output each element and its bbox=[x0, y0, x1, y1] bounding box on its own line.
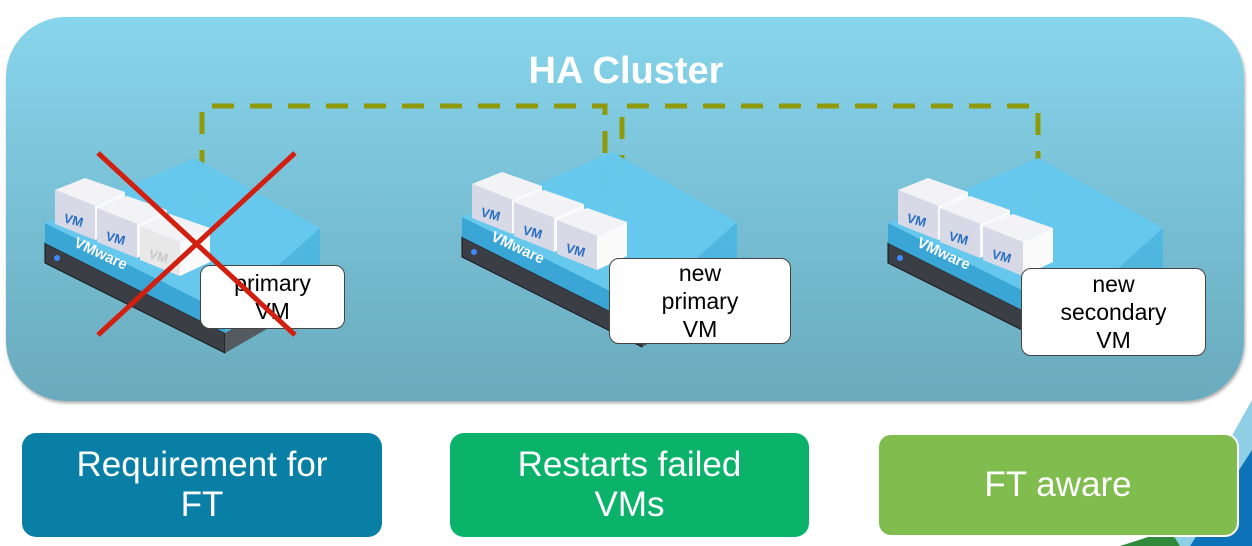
svg-text:VM: VM bbox=[521, 222, 544, 242]
label-text: new primary VM bbox=[661, 260, 739, 342]
role-text: FT aware bbox=[984, 465, 1132, 504]
svg-text:VM: VM bbox=[479, 204, 502, 224]
svg-text:VM: VM bbox=[990, 246, 1013, 266]
label-text: new secondary VM bbox=[1060, 271, 1167, 353]
role-restarts-failed-vms: Restarts failed VMs bbox=[450, 433, 809, 537]
role-ft-aware: FT aware bbox=[877, 433, 1239, 537]
role-text: Restarts failed VMs bbox=[517, 445, 742, 524]
svg-text:VM: VM bbox=[104, 228, 127, 248]
vm-icon: VM bbox=[983, 214, 1053, 276]
svg-text:VM: VM bbox=[947, 228, 970, 248]
svg-text:VM: VM bbox=[62, 210, 85, 230]
role-requirement-for-ft: Requirement for FT bbox=[22, 433, 382, 537]
svg-text:VM: VM bbox=[564, 240, 587, 260]
svg-text:VM: VM bbox=[147, 246, 170, 266]
cluster-title: HA Cluster bbox=[528, 50, 724, 92]
server-label-new-secondary: new secondary VM bbox=[1021, 268, 1206, 356]
svg-text:VM: VM bbox=[905, 210, 928, 230]
role-text: Requirement for FT bbox=[76, 445, 328, 524]
server-label-new-primary: new primary VM bbox=[609, 258, 791, 344]
